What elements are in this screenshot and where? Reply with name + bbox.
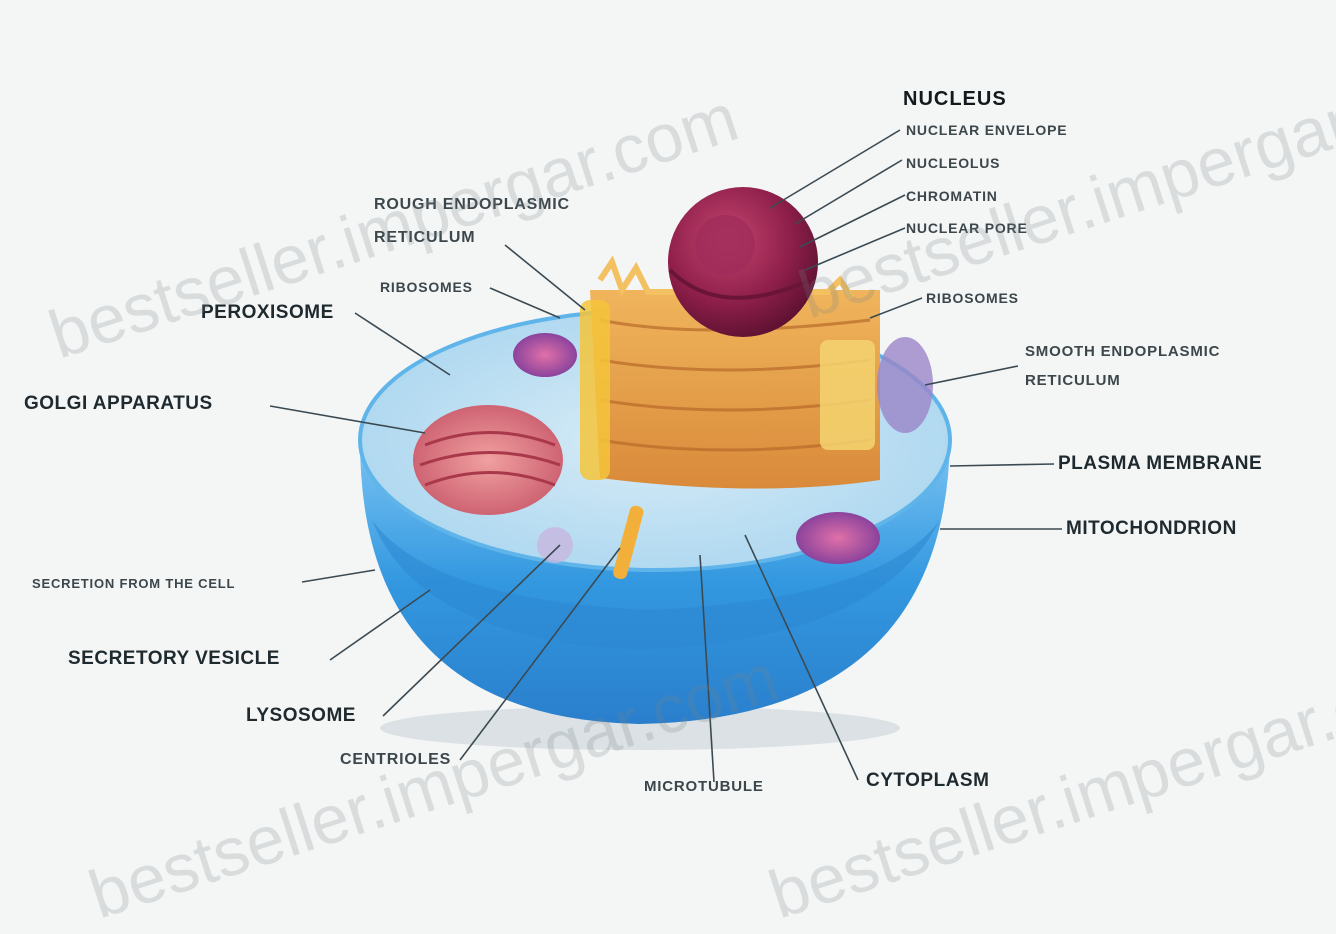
label-secretion: SECRETION FROM THE CELL (32, 576, 235, 591)
label-nucleus: NUCLEUS (903, 88, 1007, 111)
cell-diagram (0, 0, 1336, 865)
golgi-shape (413, 405, 563, 515)
label-plasma-membrane: PLASMA MEMBRANE (1058, 453, 1262, 475)
secretory-vesicle-shape (537, 527, 573, 563)
label-rough-er-line1: ROUGH ENDOPLASMIC (374, 196, 570, 214)
label-rough-er-line2: RETICULUM (374, 229, 475, 247)
label-nucleolus: NUCLEOLUS (906, 155, 1000, 171)
label-secretory-vesicle: SECRETORY VESICLE (68, 648, 280, 670)
smooth-er-shape (877, 337, 933, 433)
label-golgi: GOLGI APPARATUS (24, 393, 213, 415)
label-nuclear-envelope: NUCLEAR ENVELOPE (906, 122, 1067, 138)
mitochondrion-shape-2 (513, 333, 577, 377)
label-microtubule: MICROTUBULE (644, 778, 764, 795)
label-chromatin: CHROMATIN (906, 188, 998, 204)
label-nuclear-pore: NUCLEAR PORE (906, 220, 1028, 236)
mitochondrion-shape-1 (796, 512, 880, 564)
label-cytoplasm: CYTOPLASM (866, 770, 989, 792)
label-smooth-er-line2: RETICULUM (1025, 372, 1121, 389)
label-lysosome: LYSOSOME (246, 705, 356, 727)
label-ribosomes-right: RIBOSOMES (926, 290, 1019, 306)
label-centrioles: CENTRIOLES (340, 751, 451, 769)
label-mitochondrion: MITOCHONDRION (1066, 518, 1237, 540)
label-smooth-er-line1: SMOOTH ENDOPLASMIC (1025, 343, 1220, 360)
label-peroxisome: PEROXISOME (201, 302, 334, 324)
label-ribosomes-left: RIBOSOMES (380, 279, 473, 295)
nucleus-shape (668, 187, 818, 337)
